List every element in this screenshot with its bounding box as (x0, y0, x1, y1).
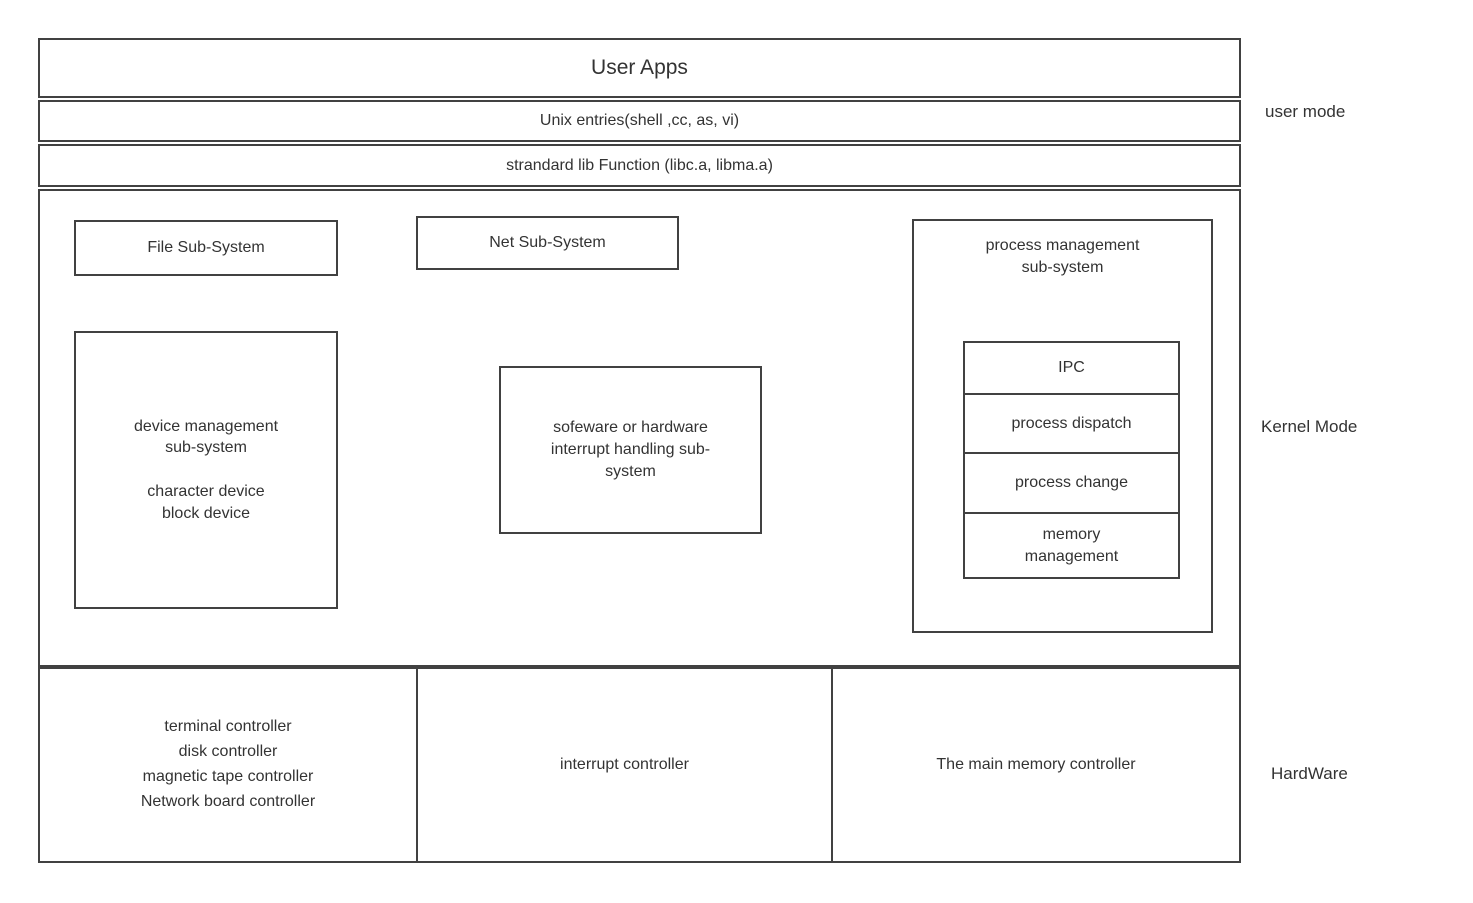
hardware-cell-main-memory-controller: The main memory controller (936, 755, 1136, 773)
process-management-item-stack: IPC process dispatch process change memo… (963, 341, 1180, 579)
box-device-management-sub-system: device management sub-system character d… (74, 331, 338, 609)
process-item-ipc: IPC (965, 343, 1178, 395)
label-user-mode: user mode (1265, 102, 1346, 121)
region-hardware: terminal controller disk controller magn… (38, 667, 1241, 863)
band-standard-lib-function: strandard lib Function (libc.a, libma.a) (38, 144, 1241, 187)
band-unix-entries: Unix entries(shell ,cc, as, vi) (38, 100, 1241, 142)
band-user-apps: User Apps (38, 38, 1241, 98)
hardware-cell-io-controllers: terminal controller disk controller magn… (40, 669, 418, 861)
box-interrupt-handling-sub-system: sofeware or hardware interrupt handling … (499, 366, 762, 534)
box-net-sub-system: Net Sub-System (416, 216, 679, 270)
label-hardware: HardWare (1271, 764, 1348, 783)
process-item-memory-management: memory management (965, 514, 1178, 577)
hardware-cell-interrupt-controller: interrupt controller (418, 669, 833, 861)
box-file-sub-system: File Sub-System (74, 220, 338, 276)
label-kernel-mode: Kernel Mode (1261, 417, 1358, 436)
process-item-process-change: process change (965, 454, 1178, 514)
process-item-process-dispatch: process dispatch (965, 395, 1178, 454)
